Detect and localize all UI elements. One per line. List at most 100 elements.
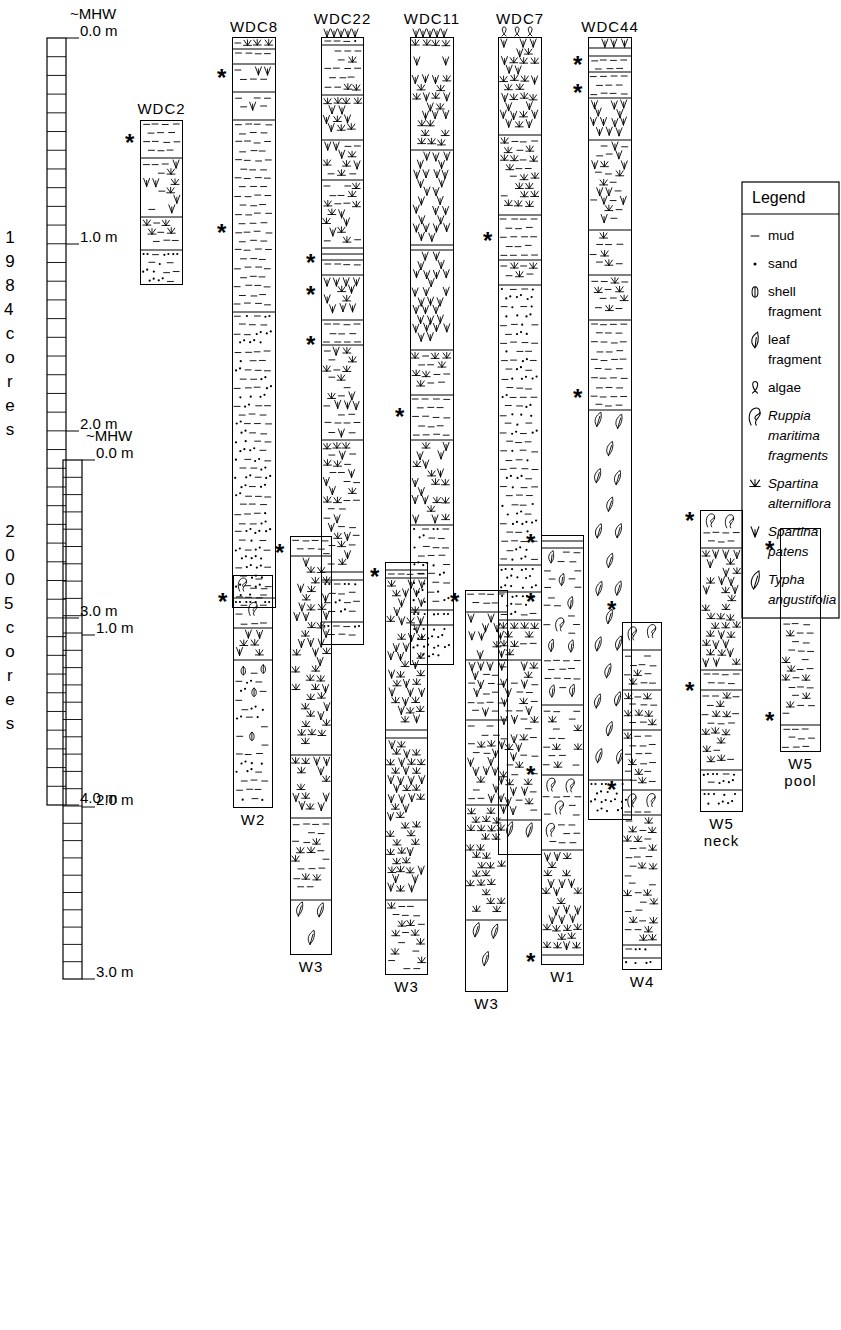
core-column <box>541 541 584 955</box>
core-box: WDC22 <box>321 37 364 645</box>
layer-boundary <box>410 150 454 151</box>
legend-symbol <box>752 382 757 394</box>
ruler-division <box>63 702 82 703</box>
legend-symbol <box>749 408 760 425</box>
sample-marker: * <box>526 531 535 555</box>
layer-boundary <box>622 790 662 791</box>
ruler-division <box>63 598 82 599</box>
legend-text: algae <box>768 378 838 398</box>
layer-boundary <box>232 49 276 50</box>
ruler-division <box>63 719 82 720</box>
core-label: WDC2 <box>137 100 185 117</box>
core-label: W2 <box>241 811 266 828</box>
legend-divider <box>742 214 839 215</box>
core-box: WDC8 <box>232 37 276 608</box>
layer-boundary <box>780 725 821 726</box>
ruler-division <box>63 754 82 755</box>
datum-label: ~MHW <box>86 428 132 444</box>
ruler-tick <box>66 805 79 806</box>
layer-boundary <box>385 730 428 731</box>
core-box: W5 pool <box>780 528 821 752</box>
layer-boundary <box>410 525 454 526</box>
layer-boundary <box>465 720 508 721</box>
ruler-division <box>63 909 82 910</box>
layer-boundary <box>140 250 183 251</box>
ruler-division <box>63 788 82 789</box>
layer-boundary <box>700 690 743 691</box>
layer-boundary <box>465 612 508 613</box>
sample-marker: * <box>306 251 315 275</box>
layer-boundary <box>588 48 632 49</box>
ruler-division <box>47 131 66 132</box>
layer-boundary <box>321 95 364 96</box>
layer-boundary <box>232 598 276 599</box>
core-label: W3 <box>394 978 419 995</box>
core-box: WDC2 <box>140 120 183 285</box>
depth-scales <box>47 38 95 979</box>
sample-marker: * <box>125 131 134 155</box>
sediment-symbols <box>542 551 582 950</box>
layer-boundary <box>290 755 332 756</box>
sand-dots <box>234 315 272 603</box>
sample-marker: * <box>450 590 459 614</box>
layer-boundary <box>588 230 632 231</box>
depth-ruler <box>63 460 82 979</box>
ruler-division <box>47 393 66 394</box>
ruler-division <box>47 75 66 76</box>
legend-panel <box>742 182 839 618</box>
layer-boundary <box>232 120 276 121</box>
legend-text: shell fragment <box>768 282 838 322</box>
core-label: WDC44 <box>581 18 639 35</box>
sample-marker: * <box>306 283 315 307</box>
layer-boundary <box>321 440 364 441</box>
core-box: W1 <box>541 535 584 965</box>
sample-marker: * <box>275 541 284 565</box>
sediment-symbols <box>466 594 505 965</box>
ruler-division <box>47 412 66 413</box>
layer-boundary <box>410 245 454 246</box>
group-label: 2005 cores <box>4 520 16 736</box>
ruler-division <box>63 944 82 945</box>
layer-boundary <box>233 628 273 629</box>
legend-text: Typha angustifolia <box>768 570 838 610</box>
sediment-symbols <box>322 29 361 635</box>
core-column <box>588 39 632 812</box>
ruler-division <box>63 667 82 668</box>
layer-boundary <box>498 592 542 593</box>
core-column <box>233 578 273 801</box>
layer-boundary <box>498 820 542 821</box>
ruler-division <box>63 892 82 893</box>
sediment-symbols <box>386 574 425 969</box>
ruler-division <box>63 546 82 547</box>
ruler-division <box>47 337 66 338</box>
ruler-tick <box>82 807 95 808</box>
sample-marker: * <box>607 598 616 622</box>
layer-boundary <box>622 730 662 731</box>
layer-boundary <box>321 254 364 255</box>
sand-dots <box>323 40 360 628</box>
core-box: W3 <box>290 536 332 955</box>
layer-boundary <box>498 565 542 566</box>
sample-marker: * <box>217 221 226 245</box>
layer-boundary <box>465 920 508 921</box>
ruler-division <box>63 477 82 478</box>
ruler-tick <box>66 244 79 245</box>
ruler-division <box>63 511 82 512</box>
core-column <box>232 40 276 604</box>
layer-boundary <box>498 135 542 136</box>
sediment-symbols <box>143 124 180 281</box>
core-column <box>410 29 454 658</box>
core-label: W5 neck <box>704 815 740 849</box>
ruler-division <box>63 581 82 582</box>
sediment-symbols <box>623 625 658 949</box>
sample-marker: * <box>685 509 694 533</box>
ruler-tick <box>66 38 79 39</box>
ruler-division <box>47 299 66 300</box>
core-box: WDC11 <box>410 37 454 665</box>
layer-boundary <box>410 625 454 626</box>
layer-boundary <box>700 548 743 549</box>
ruler-division <box>47 56 66 57</box>
layer-boundary <box>321 140 364 141</box>
ruler-division <box>47 168 66 169</box>
sample-marker: * <box>483 229 492 253</box>
